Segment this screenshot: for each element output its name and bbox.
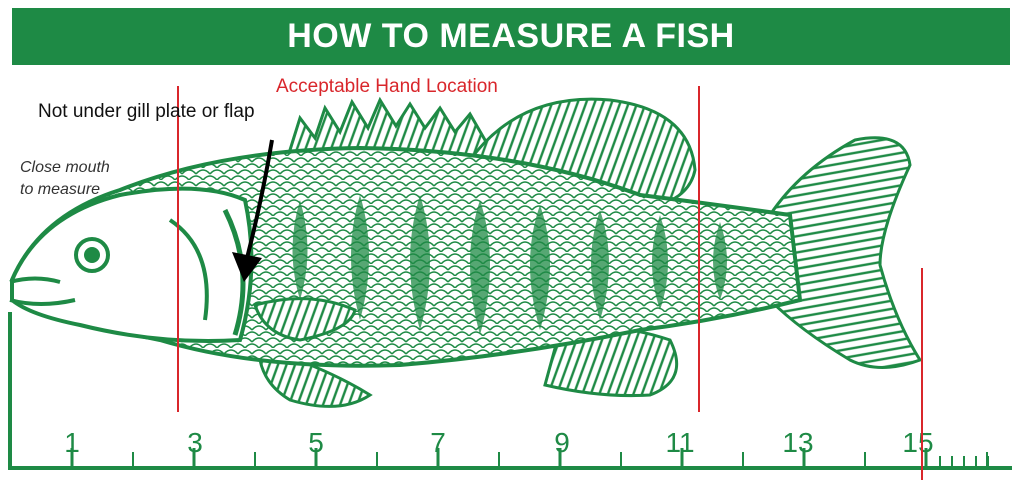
hand-location-label: Acceptable Hand Location <box>276 76 498 98</box>
ruler-label-3: 3 <box>187 427 203 458</box>
gill-note-label: Not under gill plate or flap <box>38 101 255 123</box>
ruler-label-13: 13 <box>782 427 813 458</box>
fish-pupil <box>84 247 100 263</box>
ruler-label-9: 9 <box>554 427 570 458</box>
fish-head <box>12 189 251 341</box>
ruler-label-7: 7 <box>430 427 446 458</box>
mouth-note-line-2: to measure <box>20 179 110 201</box>
ruler-label-15: 15 <box>902 427 933 458</box>
mouth-note-line-1: Close mouth <box>20 157 110 179</box>
mouth-note-label: Close mouth to measure <box>20 157 110 201</box>
ruler-label-1: 1 <box>64 427 80 458</box>
ruler-label-5: 5 <box>308 427 324 458</box>
ruler-label-11: 11 <box>665 427 694 458</box>
